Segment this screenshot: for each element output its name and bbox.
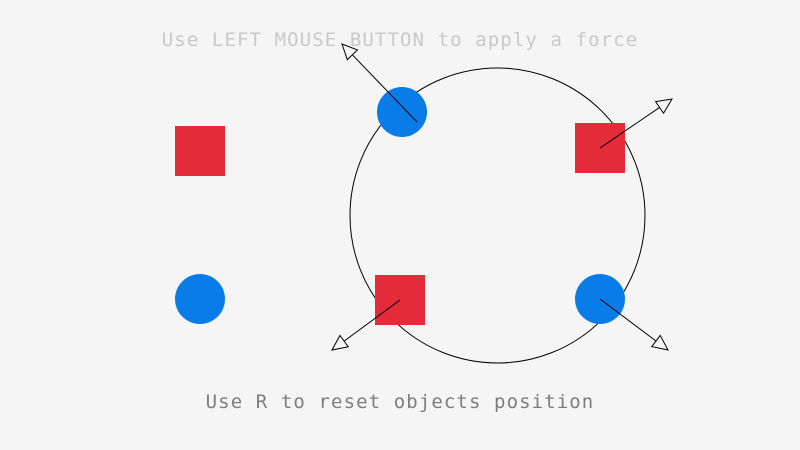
force-arrow-shaft bbox=[343, 299, 401, 342]
force-arrow-shaft bbox=[599, 107, 660, 149]
hint-text-apply-force: Use LEFT MOUSE BUTTON to apply a force bbox=[161, 29, 639, 51]
force-arrow-red-square-bottom bbox=[331, 299, 401, 351]
force-arrow-head bbox=[331, 334, 350, 351]
force-arrow-head bbox=[654, 98, 673, 115]
force-arrow-shaft bbox=[599, 298, 657, 342]
hint-text-reset-objects: Use R to reset objects position bbox=[205, 391, 595, 413]
force-arrow-shaft bbox=[352, 54, 418, 123]
force-arrow-blue-circle-top bbox=[341, 43, 418, 123]
force-arrow-red-square-right bbox=[599, 98, 673, 149]
force-arrow-head bbox=[341, 43, 359, 61]
constraint-circle bbox=[349, 67, 646, 364]
blue-circle-bottom-left[interactable] bbox=[175, 274, 225, 324]
force-vectors-layer bbox=[331, 43, 673, 351]
force-arrow-head bbox=[650, 334, 669, 351]
blue-circle-top[interactable] bbox=[377, 87, 427, 137]
force-arrow-blue-circle-bottom-right bbox=[599, 298, 669, 351]
red-square-left[interactable] bbox=[175, 126, 225, 176]
